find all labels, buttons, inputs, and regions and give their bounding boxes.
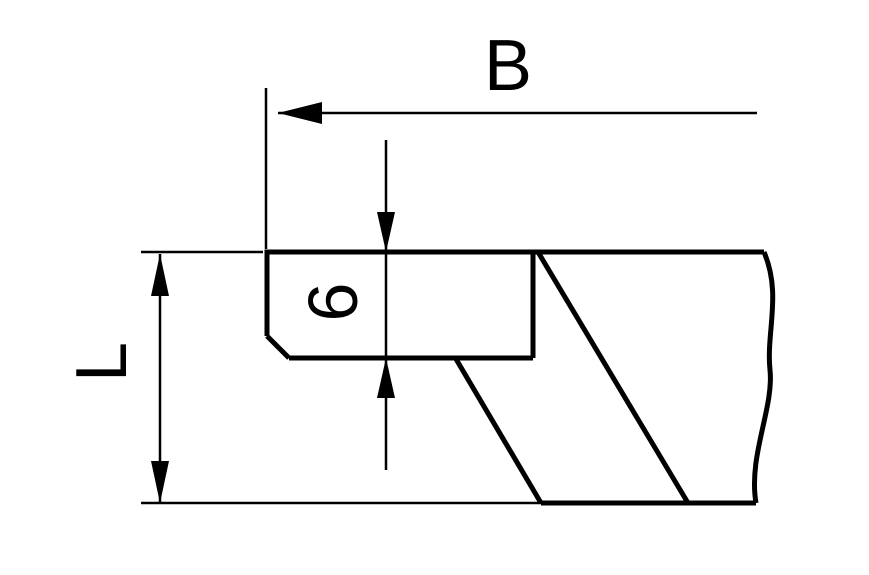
arrow-b-left-icon xyxy=(278,102,322,124)
shank-left-diagonal xyxy=(453,357,544,505)
insert-left-and-top-edge xyxy=(264,249,764,336)
insert-chamfer-edge xyxy=(265,334,291,360)
braze-joint-diagonal xyxy=(535,250,691,505)
arrowheads xyxy=(151,102,395,503)
arrow-thickness-top-icon xyxy=(377,212,395,252)
dimension-label-b: B xyxy=(484,26,532,106)
arrow-l-top-icon xyxy=(151,254,169,296)
part-outline xyxy=(264,249,776,506)
arrow-thickness-bottom-icon xyxy=(377,358,395,398)
dimension-label-thickness: 6 xyxy=(294,283,372,322)
dimension-lines xyxy=(141,88,757,505)
break-wavy-edge xyxy=(752,251,776,504)
dimension-label-l: L xyxy=(62,342,142,382)
arrow-l-bottom-icon xyxy=(151,461,169,503)
